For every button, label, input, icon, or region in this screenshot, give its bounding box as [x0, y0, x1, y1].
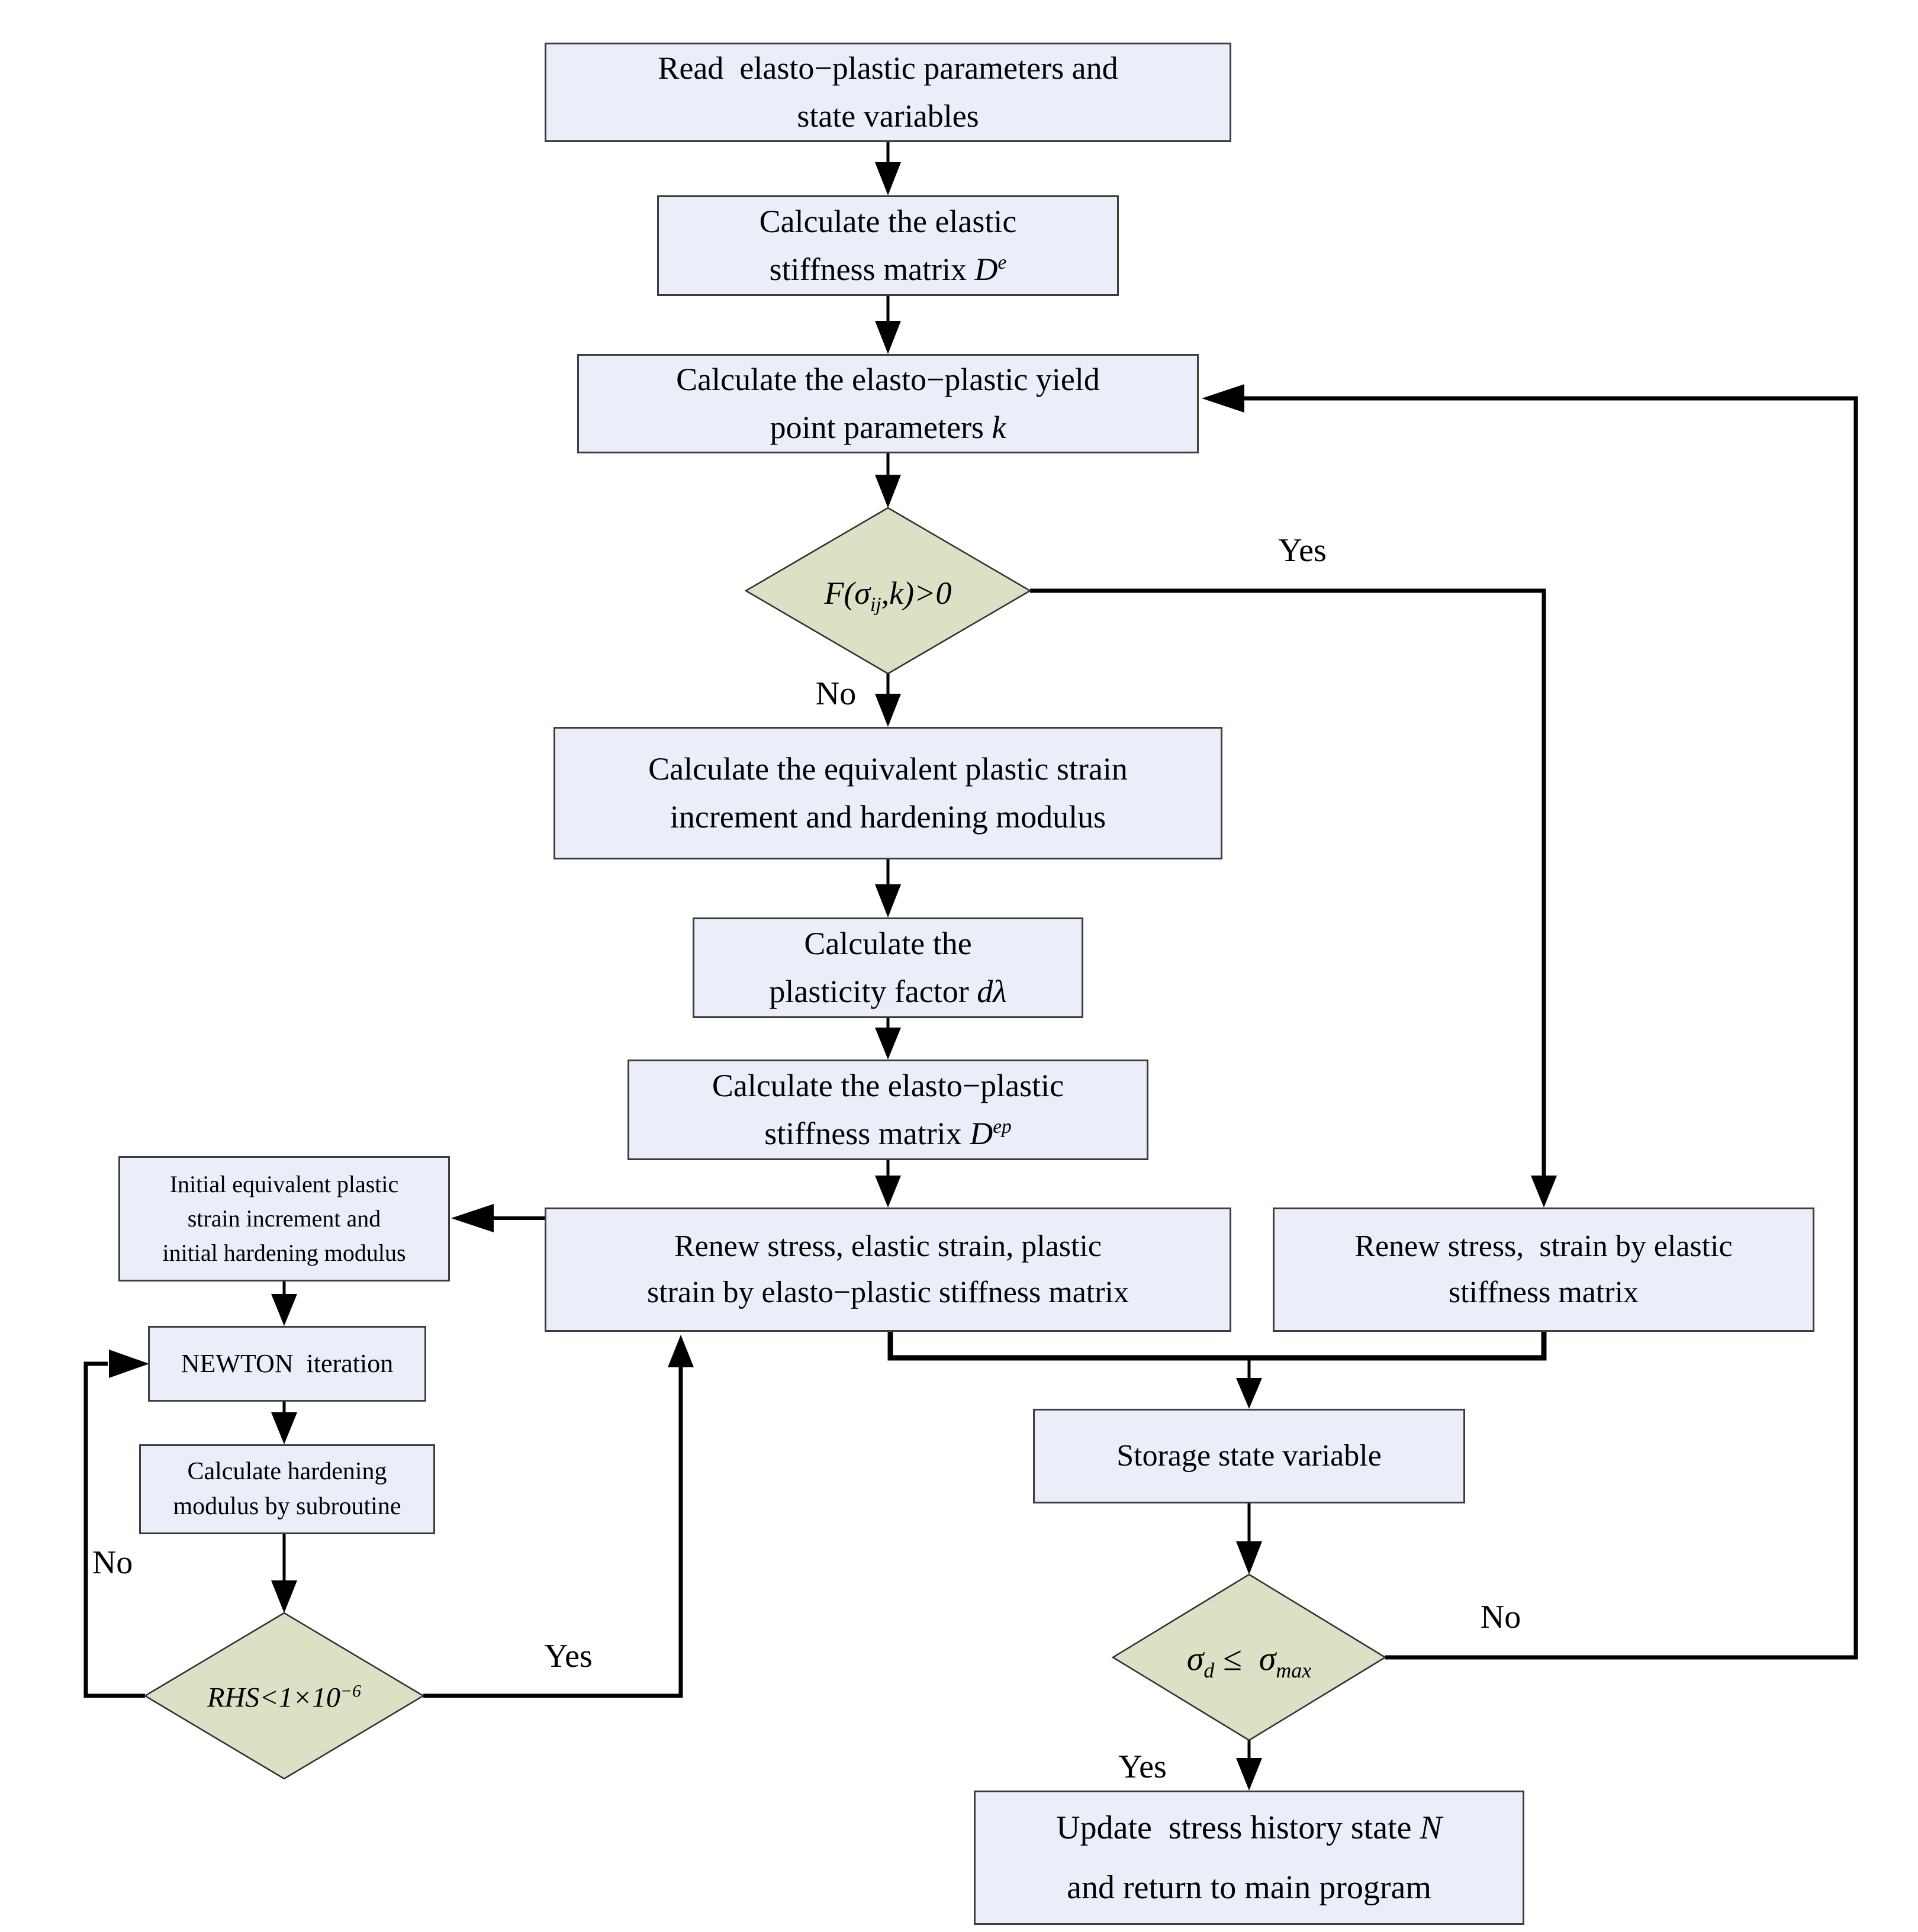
process-hardening-subroutine: Calculate hardening modulus by subroutin…	[139, 1444, 435, 1534]
arrow-renewep-to-initial	[451, 1204, 545, 1232]
process-elastic-stiffness-matrix: Calculate the elastic stiffness matrix D…	[657, 195, 1119, 296]
process-renew-by-elastoplastic-matrix: Renew stress, elastic strain, plastic st…	[545, 1208, 1231, 1332]
decision-rhs-text: RHS<1×10−6	[207, 1681, 361, 1714]
label-rhs-yes: Yes	[544, 1638, 593, 1675]
renewe-line1: Renew stress, strain by elastic	[1354, 1229, 1733, 1263]
initial-line3: initial hardening modulus	[162, 1239, 406, 1266]
label-sigma-no: No	[1480, 1599, 1521, 1635]
junction-renew-to-storage	[887, 1332, 1547, 1409]
process-storage-state-variable: Storage state variable	[1033, 1409, 1465, 1503]
dlambda-line2: plasticity factor dλ	[769, 974, 1007, 1009]
arrow-eqstrain-to-plasticityfactor	[875, 859, 901, 917]
epmatrix-line2: stiffness matrix Dep	[764, 1116, 1012, 1151]
update-line1: Update stress history state N	[1056, 1809, 1442, 1846]
arrow-sigmadecision-yes-to-update	[1236, 1740, 1262, 1791]
branch-sigmadecision-no-feedback	[1202, 384, 1858, 1660]
label-f-no: No	[815, 675, 857, 712]
yield-line1: Calculate the elasto−plastic yield	[676, 362, 1100, 397]
process-renew-by-elastic-matrix: Renew stress, strain by elastic stiffnes…	[1273, 1208, 1814, 1332]
dlambda-line1: Calculate the	[804, 926, 972, 961]
eqstrain-line1: Calculate the equivalent plastic strain	[648, 751, 1128, 787]
newton-line1: NEWTON iteration	[181, 1349, 394, 1378]
arrow-elastic-to-yield	[875, 296, 901, 354]
arrow-storage-to-sigmadecision	[1236, 1503, 1262, 1574]
process-elastoplastic-stiffness-matrix: Calculate the elasto−plastic stiffness m…	[627, 1060, 1148, 1160]
arrow-newton-to-hardening	[271, 1402, 297, 1444]
branch-rhsdecision-yes	[423, 1335, 694, 1698]
hardening-line2: modulus by subroutine	[173, 1493, 401, 1520]
process-newton-iteration: NEWTON iteration	[148, 1326, 426, 1402]
branch-rhsdecision-no-loop	[83, 1350, 149, 1698]
read-line2: state variables	[797, 98, 979, 134]
decision-sigma-shape	[1111, 1573, 1387, 1741]
arrow-initial-to-newton	[271, 1281, 297, 1326]
initial-line2: strain increment and	[187, 1205, 381, 1232]
yield-line2: point parameters k	[770, 410, 1006, 445]
decision-sigma-text: σd ≤ σmax	[1186, 1639, 1312, 1683]
label-rhs-no: No	[92, 1544, 133, 1581]
renewe-line2: stiffness matrix	[1448, 1276, 1639, 1309]
branch-fdecision-yes	[1030, 588, 1557, 1208]
process-initial-values: Initial equivalent plastic strain increm…	[118, 1156, 450, 1281]
process-update-and-return: Update stress history state N and return…	[974, 1791, 1524, 1925]
arrow-yield-to-fdecision	[875, 453, 901, 508]
eqstrain-line2: increment and hardening modulus	[670, 799, 1106, 835]
hardening-line1: Calculate hardening	[187, 1458, 387, 1486]
process-equivalent-plastic-strain: Calculate the equivalent plastic strain …	[553, 727, 1222, 859]
update-line2: and return to main program	[1067, 1869, 1431, 1906]
epmatrix-line1: Calculate the elasto−plastic	[712, 1068, 1064, 1103]
read-line1: Read elasto−plastic parameters and	[658, 50, 1118, 86]
renewep-line1: Renew stress, elastic strain, plastic	[674, 1229, 1102, 1263]
arrow-epmatrix-to-renewep	[875, 1160, 901, 1208]
decision-f-text: F(σij,k)>0	[824, 575, 952, 616]
elastic-line1: Calculate the elastic	[759, 204, 1017, 239]
process-yield-point-parameters: Calculate the elasto−plastic yield point…	[577, 354, 1199, 453]
storage-line1: Storage state variable	[1116, 1439, 1382, 1473]
initial-line1: Initial equivalent plastic	[169, 1171, 399, 1197]
arrow-fdecision-no-to-eqstrain	[875, 674, 901, 727]
elastic-line2: stiffness matrix De	[769, 252, 1007, 287]
arrow-read-to-elastic	[875, 142, 901, 195]
process-plasticity-factor: Calculate the plasticity factor dλ	[693, 917, 1083, 1018]
decision-rhs-shape	[143, 1612, 425, 1780]
arrow-plasticityfactor-to-epmatrix	[875, 1018, 901, 1060]
label-f-yes: Yes	[1278, 532, 1327, 569]
process-read-parameters: Read elasto−plastic parameters and state…	[545, 43, 1231, 142]
decision-f-shape	[744, 507, 1032, 675]
renewep-line2: strain by elasto−plastic stiffness matri…	[647, 1276, 1129, 1309]
label-sigma-yes: Yes	[1118, 1749, 1167, 1785]
arrow-hardening-to-rhsdecision	[271, 1534, 297, 1613]
